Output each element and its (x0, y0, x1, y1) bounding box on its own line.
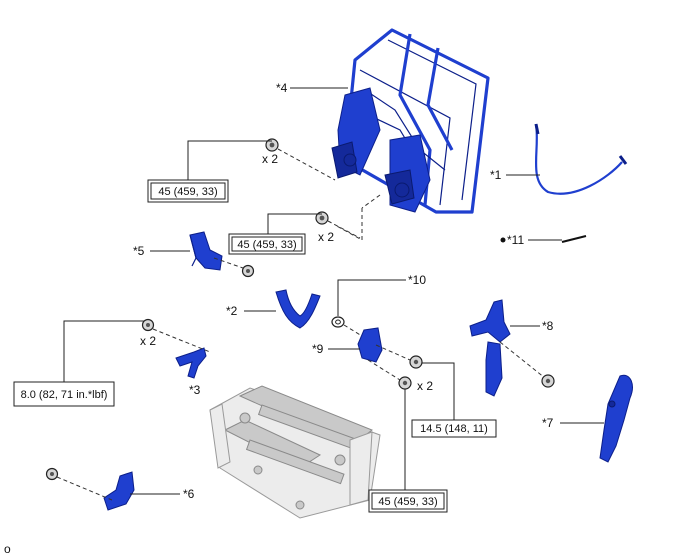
quantity-2: x 2 (318, 230, 334, 244)
bolt-small-bracket (141, 318, 155, 332)
torque-value-1: 45 (459, 33) (158, 186, 217, 198)
bolt-bottom-bracket (45, 467, 59, 481)
quantity-4: x 2 (417, 379, 433, 393)
bolt-upper-1 (265, 138, 279, 152)
cable-part (534, 123, 628, 195)
torque-box-1: 45 (459, 33) (147, 179, 229, 203)
bolt-bracket-1 (409, 355, 423, 369)
torque-box-5: 45 (459, 33) (368, 489, 448, 513)
bolt-cover (241, 264, 255, 278)
bracket-part (357, 327, 383, 363)
callout-3: *3 (189, 383, 201, 397)
lever-part (469, 299, 511, 397)
callout-4: *4 (276, 81, 288, 95)
small-bracket-dash (152, 328, 211, 353)
small-bracket-part (175, 347, 207, 379)
callout-2: *2 (226, 304, 238, 318)
callout-1: *1 (490, 168, 502, 182)
cover-part (189, 231, 223, 271)
bolt-bracket-2 (398, 376, 412, 390)
callout-5: *5 (133, 244, 145, 258)
bolt-upper-2 (315, 211, 329, 225)
bracket-dash-b (367, 359, 401, 381)
torque-box-2: 45 (459, 33) (228, 233, 306, 255)
strap-part (275, 289, 321, 329)
washer-dash (343, 324, 363, 337)
bottom-bracket-part (103, 471, 135, 511)
torque-box-3: 8.0 (82, 71 in.*lbf) (13, 381, 115, 407)
quantity-1: x 2 (262, 152, 278, 166)
lever-dash (499, 341, 546, 379)
clip-part (500, 235, 587, 243)
seat-cushion-frame (209, 385, 381, 519)
bottom-bracket-dash (56, 476, 113, 501)
torque-leader-3 (63, 320, 144, 382)
torque-value-4: 14.5 (148, 11) (420, 423, 488, 435)
callout-7: *7 (542, 416, 554, 430)
torque-leader-4 (422, 362, 455, 420)
callout-10: *10 (408, 273, 426, 287)
torque-value-3: 8.0 (82, 71 in.*lbf) (21, 389, 108, 401)
leader-10 (337, 279, 406, 316)
callout-6: *6 (183, 487, 195, 501)
bolt-upper-2-dash (327, 220, 361, 239)
cover-dash (213, 257, 244, 269)
frame-dash-a (361, 194, 381, 209)
torque-leader-1 (187, 140, 272, 180)
torque-value-5: 45 (459, 33) (378, 496, 437, 508)
bracket-dash-a (375, 344, 411, 361)
callout-9: *9 (312, 342, 324, 356)
quantity-3: x 2 (140, 334, 156, 348)
callout-11: *11 (507, 233, 524, 247)
footer-mark: o (4, 542, 11, 556)
side-cover-part (599, 374, 633, 463)
callout-8: *8 (542, 319, 554, 333)
seatback-frame-part (331, 28, 490, 214)
bolt-upper-1-dash (277, 148, 336, 181)
torque-box-4: 14.5 (148, 11) (411, 419, 497, 438)
washer-part (331, 316, 345, 328)
frame-dash-b (334, 208, 363, 241)
torque-value-2: 45 (459, 33) (237, 239, 296, 251)
bolt-lever (541, 374, 555, 388)
torque-leader-2 (267, 213, 322, 234)
